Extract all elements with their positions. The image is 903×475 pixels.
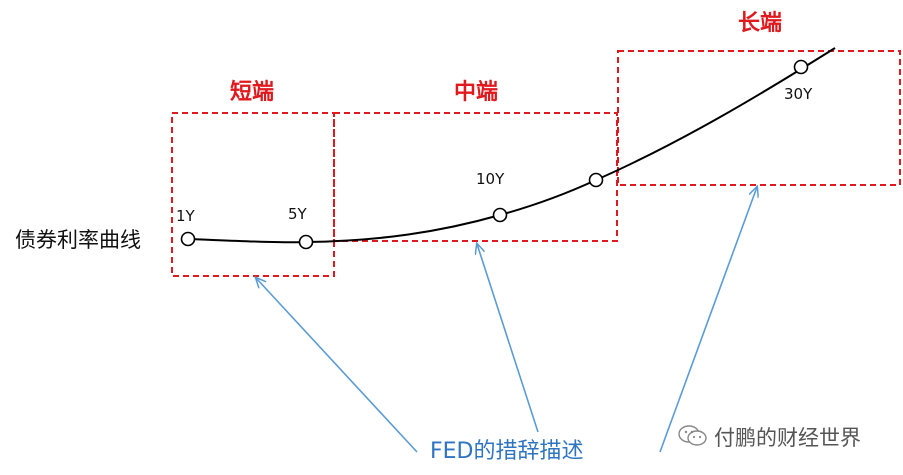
wechat-icon: [678, 424, 708, 452]
short-zone-box: [171, 112, 335, 277]
fed-wording-label: FED的措辞描述: [430, 439, 584, 464]
point-30y-marker: [793, 59, 809, 75]
point-1y-label: 1Y: [176, 207, 195, 225]
point-5y-marker: [298, 234, 314, 250]
short-zone-label: 短端: [230, 80, 275, 105]
watermark: 付鹏的财经世界: [678, 424, 861, 452]
mid-zone-label: 中端: [454, 80, 499, 105]
short-zone-arrow: [256, 278, 418, 453]
watermark-text: 付鹏的财经世界: [714, 425, 861, 450]
point-30y-label: 30Y: [784, 85, 813, 103]
yield-curve-line: [187, 47, 836, 244]
mid-zone-arrow: [477, 244, 539, 433]
mid-zone-box: [333, 112, 618, 242]
point-5y-label: 5Y: [288, 205, 307, 223]
point-10y-marker: [492, 207, 508, 223]
point-20y-marker: [588, 172, 604, 188]
point-1y-marker: [180, 231, 196, 247]
curve-name-label: 债券利率曲线: [15, 228, 141, 252]
long-zone-box: [617, 50, 901, 186]
long-zone-arrow: [659, 187, 757, 453]
long-zone-label: 长端: [738, 11, 783, 36]
point-10y-label: 10Y: [476, 170, 505, 188]
